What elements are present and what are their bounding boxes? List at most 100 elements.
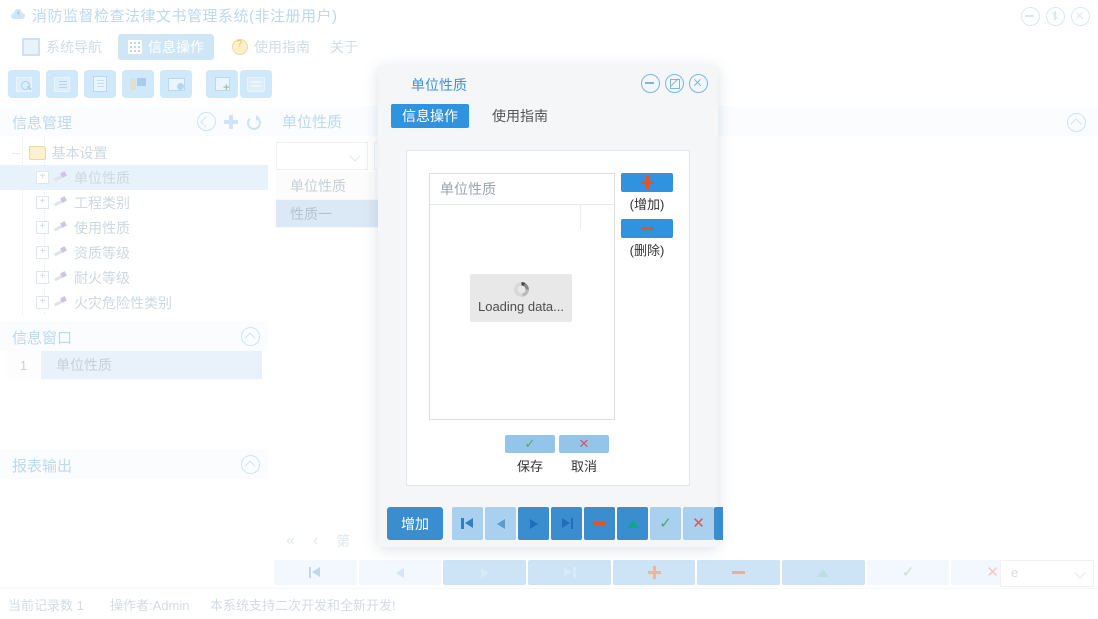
tree-expander[interactable]: +	[36, 296, 49, 309]
print-button[interactable]	[240, 70, 272, 98]
collapse-icon[interactable]	[241, 455, 260, 474]
dialog-tabs: 信息操作 使用指南	[378, 100, 718, 132]
tree-expander[interactable]: +	[36, 171, 49, 184]
next-icon	[529, 518, 538, 529]
system-note-status: 本系统支持二次开发和全新开发!	[210, 598, 396, 613]
next-record-button[interactable]	[443, 560, 527, 585]
info-manage-title: 信息管理	[12, 115, 73, 132]
sidebar-item-unit-nature[interactable]: + 单位性质	[0, 165, 268, 190]
page-size-value: e	[1011, 565, 1019, 580]
add-item-label: (增加)	[629, 197, 665, 212]
prev-record-button[interactable]	[485, 507, 516, 540]
pagination-prev[interactable]: ‹	[312, 532, 319, 549]
add-record-button[interactable]	[612, 560, 696, 585]
tab-system-nav[interactable]: 系统导航	[12, 34, 112, 60]
sidebar-item-usage-nature[interactable]: + 使用性质	[0, 215, 268, 240]
close-button[interactable]	[1071, 7, 1090, 26]
cancel-button[interactable]: ✕	[683, 507, 714, 540]
bottom-record-nav: ✓ ✕	[274, 560, 1035, 585]
dialog-restore-button[interactable]	[665, 74, 684, 93]
dialog-action-labels: 保存 取消	[505, 456, 609, 475]
maximize-button[interactable]	[1046, 7, 1065, 26]
delete-record-button[interactable]	[584, 507, 615, 540]
add-item-button[interactable]	[621, 173, 673, 192]
triangle-icon	[817, 568, 830, 577]
filter-select[interactable]	[276, 142, 368, 170]
delete-record-button[interactable]	[697, 560, 781, 585]
collapse-icon[interactable]	[241, 327, 260, 346]
dialog-side-buttons: (增加) (删除)	[621, 173, 677, 265]
next-record-button[interactable]	[518, 507, 549, 540]
save-button[interactable]: ✓	[505, 435, 555, 453]
confirm-button[interactable]: ✓	[650, 507, 681, 540]
list-item[interactable]: 1 单位性质	[6, 351, 262, 379]
unit-nature-dialog: 单位性质 信息操作 使用指南 单位性质 Loading data... (增加)	[378, 66, 723, 547]
first-icon	[308, 567, 322, 578]
sidebar-item-project-category[interactable]: + 工程类别	[0, 190, 268, 215]
dialog-body: 单位性质 Loading data... (增加) (删除) ✓ ✕ 保存 取消	[406, 150, 690, 486]
cancel-button[interactable]: ✕	[559, 435, 609, 453]
minimize-button[interactable]	[1021, 7, 1040, 26]
tree-expander[interactable]: +	[36, 271, 49, 284]
edit-record-button[interactable]	[617, 507, 648, 540]
window-titlebar: 消防监督检查法律文书管理系统(非注册用户)	[0, 0, 1098, 30]
cross-icon: ✕	[986, 564, 999, 581]
add-icon[interactable]	[224, 114, 238, 129]
list-button[interactable]	[46, 70, 78, 98]
pagination-first[interactable]: «	[286, 532, 295, 549]
dialog-tab-info-operation[interactable]: 信息操作	[391, 104, 469, 128]
sidebar-item-qualification-level[interactable]: + 资质等级	[0, 240, 268, 265]
confirm-button[interactable]: ✓	[866, 560, 950, 585]
collapse-icon[interactable]	[197, 112, 216, 131]
row-index: 1	[6, 351, 42, 379]
save-label: 保存	[516, 459, 543, 474]
tree-expander[interactable]: +	[36, 221, 49, 234]
query-button[interactable]	[8, 70, 40, 98]
tree-expander[interactable]: +	[36, 246, 49, 259]
tree-expander[interactable]: ─	[12, 145, 21, 160]
printer-icon	[247, 76, 265, 92]
cross-icon: ✕	[692, 515, 705, 532]
prev-record-button[interactable]	[358, 560, 442, 585]
info-window-header: 信息窗口	[0, 321, 268, 351]
app-title: 消防监督检查法律文书管理系统(非注册用户)	[32, 8, 338, 25]
export-button[interactable]	[206, 70, 238, 98]
sidebar-item-fire-hazard-category[interactable]: + 火灾危险性类别	[0, 290, 268, 315]
check-icon: ✓	[659, 515, 672, 532]
wrench-icon	[53, 196, 68, 209]
dialog-action-buttons: ✓ ✕	[505, 435, 609, 453]
document-icon	[93, 76, 107, 92]
user-button[interactable]	[122, 70, 154, 98]
tree-expander[interactable]: +	[36, 196, 49, 209]
tab-info-operation[interactable]: 信息操作	[118, 34, 214, 60]
plus-icon	[647, 566, 661, 579]
tab-label: 关于	[330, 39, 358, 55]
last-record-button[interactable]	[528, 560, 611, 585]
dialog-minimize-button[interactable]	[641, 74, 660, 93]
first-record-button[interactable]	[452, 507, 483, 540]
refresh-icon[interactable]	[246, 114, 261, 130]
add-button[interactable]: 增加	[387, 507, 443, 540]
folder-icon	[28, 145, 46, 160]
monitor-button[interactable]	[160, 70, 192, 98]
dialog-close-button[interactable]	[689, 74, 708, 93]
check-icon: ✓	[901, 564, 915, 581]
report-output-header: 报表输出	[0, 449, 268, 479]
triangle-icon	[626, 519, 639, 528]
document-button[interactable]	[84, 70, 116, 98]
sidebar-item-fire-resistance[interactable]: + 耐火等级	[0, 265, 268, 290]
main-collapse-button[interactable]	[1067, 113, 1086, 132]
tab-about[interactable]: 关于	[320, 34, 368, 60]
next-icon	[480, 567, 489, 578]
tab-user-guide[interactable]: 使用指南	[222, 34, 320, 60]
delete-item-button[interactable]	[621, 219, 673, 238]
wrench-icon	[53, 246, 68, 259]
tree-root-node[interactable]: ─ 基本设置	[0, 140, 268, 165]
edit-record-button[interactable]	[782, 560, 865, 585]
page-size-select[interactable]: e	[1000, 560, 1094, 587]
nav-overflow-edge[interactable]	[714, 507, 723, 540]
dialog-tab-user-guide[interactable]: 使用指南	[492, 108, 548, 124]
magnifier-screen-icon	[16, 76, 32, 92]
last-record-button[interactable]	[551, 507, 582, 540]
first-record-button[interactable]	[274, 560, 357, 585]
